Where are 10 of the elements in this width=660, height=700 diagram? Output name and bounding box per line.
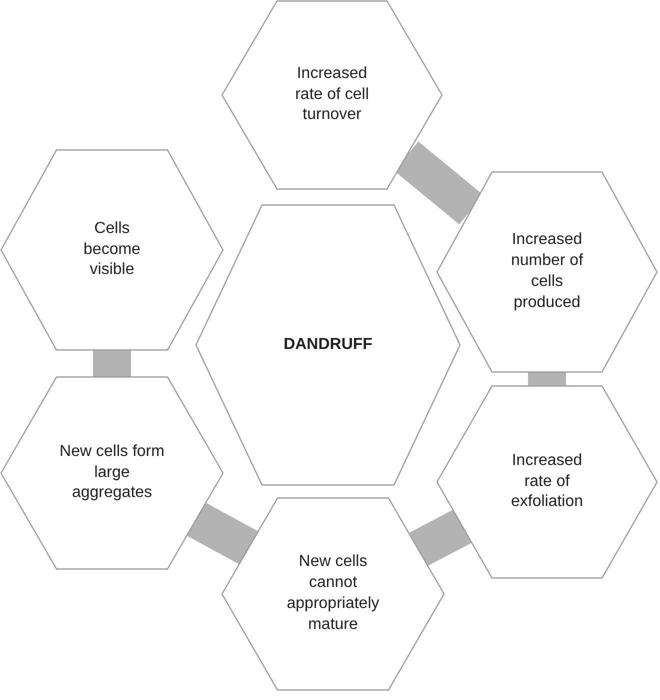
connector-band xyxy=(528,372,566,386)
hexagon-label: Increased rate of cell turnover xyxy=(294,64,370,126)
hexagon-label: New cells cannot appropriately mature xyxy=(286,552,380,635)
hexagon-label: New cells form large aggregates xyxy=(58,442,166,504)
connector-band xyxy=(409,509,472,566)
hexagon-label: DANDRUFF xyxy=(282,334,374,355)
hexagon-label: Increased rate of exfoliation xyxy=(510,450,584,512)
hexagon-label: Cells become visible xyxy=(82,218,142,280)
connector-band xyxy=(93,350,131,377)
hexagon-label: Increased number of cells produced xyxy=(510,230,584,313)
